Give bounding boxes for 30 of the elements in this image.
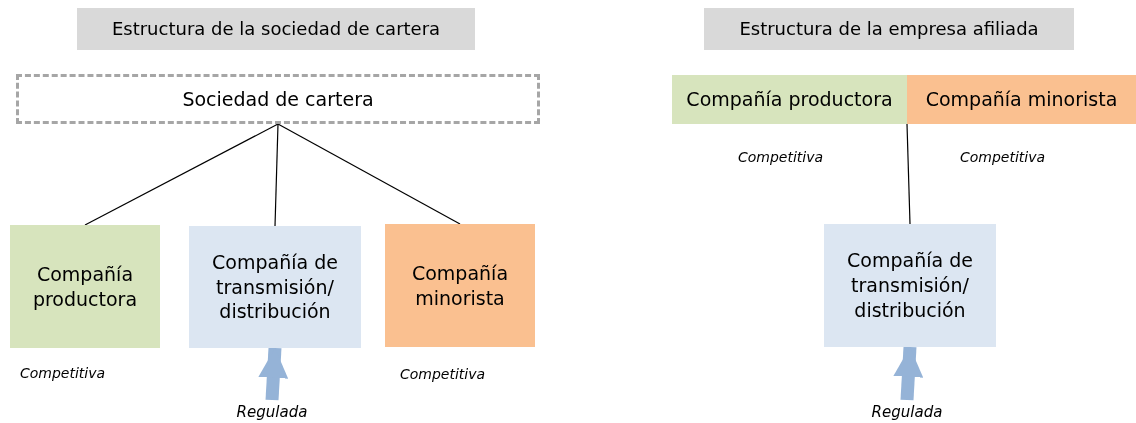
connector-line <box>84 123 279 226</box>
connector-line <box>274 123 279 227</box>
block-arrow <box>893 346 924 401</box>
heading-text: Estructura de la empresa afiliada <box>739 17 1039 41</box>
company-box <box>189 226 361 348</box>
status-label: Competitiva <box>400 366 486 382</box>
heading-banner <box>77 8 475 50</box>
company-name: Compañía de transmisión/ distribución <box>211 249 339 325</box>
company-box <box>824 224 996 347</box>
company-name: Compañía minorista <box>925 87 1118 112</box>
company-box <box>907 75 1136 124</box>
heading-text: Estructura de la sociedad de cartera <box>111 17 441 41</box>
status-label: Competitiva <box>20 365 106 381</box>
company-name: Compañía minorista <box>410 260 510 311</box>
status-label: Competitiva <box>738 149 824 165</box>
heading-banner <box>704 8 1074 50</box>
block-arrow <box>258 347 289 401</box>
company-box <box>385 224 535 347</box>
status-label: Regulada <box>236 402 308 423</box>
company-box <box>10 225 160 348</box>
company-name: Sociedad de cartera <box>182 86 374 112</box>
company-name: Compañía de transmisión/ distribución <box>846 248 974 323</box>
parent-company-box <box>16 74 540 124</box>
status-label: Regulada <box>871 402 943 423</box>
company-box <box>672 75 907 124</box>
status-label: Competitiva <box>960 149 1046 165</box>
connector-line <box>277 123 461 225</box>
company-name: Compañía productora <box>686 87 893 112</box>
connector-line <box>906 123 911 225</box>
company-name: Compañía productora <box>31 261 139 312</box>
